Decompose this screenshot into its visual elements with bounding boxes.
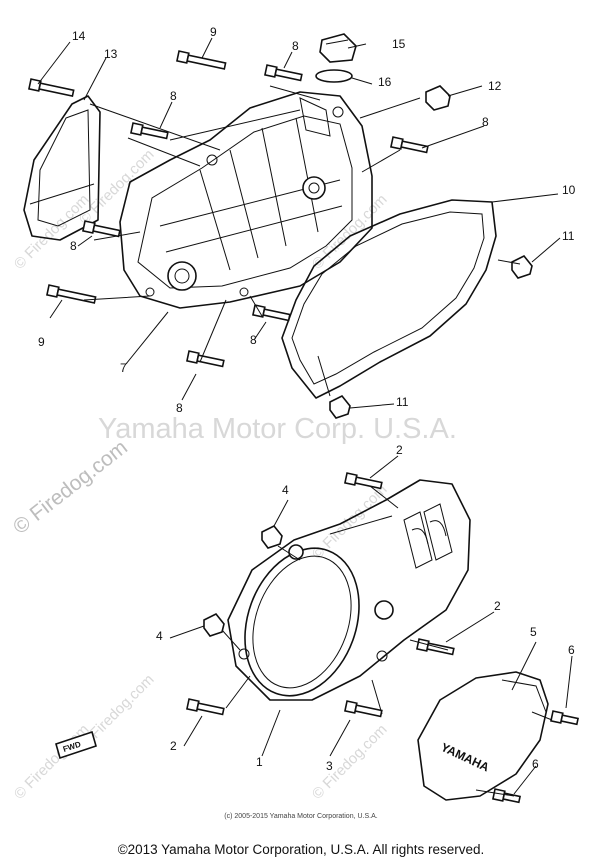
callout-part-8: 8 [250, 333, 257, 347]
part-11-dowel-bottom [329, 394, 351, 419]
callout-part-3: 3 [326, 759, 333, 773]
callout-part-11: 11 [396, 395, 409, 409]
bolts-lower [186, 472, 580, 804]
callout-part-8: 8 [170, 89, 177, 103]
callout-part-1: 1 [256, 755, 263, 769]
fine-print: (c) 2005-2015 Yamaha Motor Corporation, … [224, 813, 377, 820]
bolt-part-2-left [186, 698, 225, 716]
assembly-guide-lines-lower [221, 485, 553, 797]
cover-logo-text: YAMAHA [439, 740, 492, 775]
copyright-notice: ©2013 Yamaha Motor Corporation, U.S.A. A… [118, 842, 485, 857]
bolt-part-8-mid [82, 220, 121, 238]
callout-part-6: 6 [532, 757, 539, 771]
part-10-gasket-inner [291, 211, 485, 385]
callout-part-10: 10 [562, 183, 576, 197]
fwd-direction-badge: FWD [55, 730, 97, 760]
bolt-part-14 [28, 78, 75, 98]
watermark-tile: © Firedog.com [309, 721, 391, 803]
callout-part-14: 14 [72, 29, 86, 43]
watermark-tile: © Firedog.com [11, 191, 93, 273]
callout-part-2: 2 [494, 599, 501, 613]
callout-part-2: 2 [170, 739, 177, 753]
part-12-cap [425, 85, 451, 111]
part-4-damper-top [261, 524, 283, 549]
watermark-tile: © Firedog.com [11, 721, 93, 803]
bolt-part-3 [344, 700, 383, 718]
callout-part-9: 9 [210, 25, 217, 39]
part-4-damper-left [203, 612, 225, 637]
bolt-part-6-top [550, 710, 580, 726]
bolt-part-8-right [390, 136, 429, 154]
callout-part-7: 7 [120, 361, 127, 375]
callout-part-4: 4 [282, 483, 289, 497]
bolts-upper [28, 50, 429, 368]
crankcase-cover-upper [119, 91, 373, 309]
callout-part-16: 16 [378, 75, 392, 89]
watermark-tile: © Firedog.com [309, 481, 391, 563]
callout-part-11: 11 [562, 229, 575, 243]
callout-part-6: 6 [568, 643, 575, 657]
callout-part-8: 8 [176, 401, 183, 415]
callout-part-2: 2 [396, 443, 403, 457]
leader-lines-lower [169, 455, 573, 795]
callout-part-12: 12 [488, 79, 502, 93]
bolt-part-8-left [130, 122, 169, 140]
callout-part-9: 9 [38, 335, 45, 349]
bolt-part-8-top [264, 64, 303, 82]
callout-part-8: 8 [482, 115, 489, 129]
part-1-clutch-cover [227, 479, 471, 701]
callout-part-5: 5 [530, 625, 537, 639]
bolt-part-2-top [344, 472, 383, 490]
callout-part-8: 8 [70, 239, 77, 253]
callout-part-8: 8 [292, 39, 299, 53]
bolt-part-8-bottom [186, 350, 225, 368]
part-15-filler-plug [319, 33, 357, 63]
callout-part-4: 4 [156, 629, 163, 643]
watermark-side: © Firedog.com [9, 436, 132, 539]
part-11-dowel-right [511, 254, 533, 279]
watermark-tile: © Firedog.com [76, 146, 158, 228]
part-5-generator-cover: YAMAHA [417, 671, 549, 801]
leader-lines-upper [37, 37, 561, 409]
callout-part-15: 15 [392, 37, 406, 51]
bolt-part-9-left [46, 284, 97, 304]
bolt-part-8-lower [252, 304, 291, 322]
part-16-o-ring [315, 69, 353, 83]
bolt-part-9-top [176, 50, 227, 70]
assembly-guide-lines-upper [83, 85, 521, 397]
part-13-cover-plate [23, 95, 101, 241]
bolt-part-2-right [416, 638, 455, 656]
watermark-center: Yamaha Motor Corp. U.S.A. [98, 413, 457, 445]
callout-part-13: 13 [104, 47, 118, 61]
part-10-gasket [281, 199, 497, 399]
